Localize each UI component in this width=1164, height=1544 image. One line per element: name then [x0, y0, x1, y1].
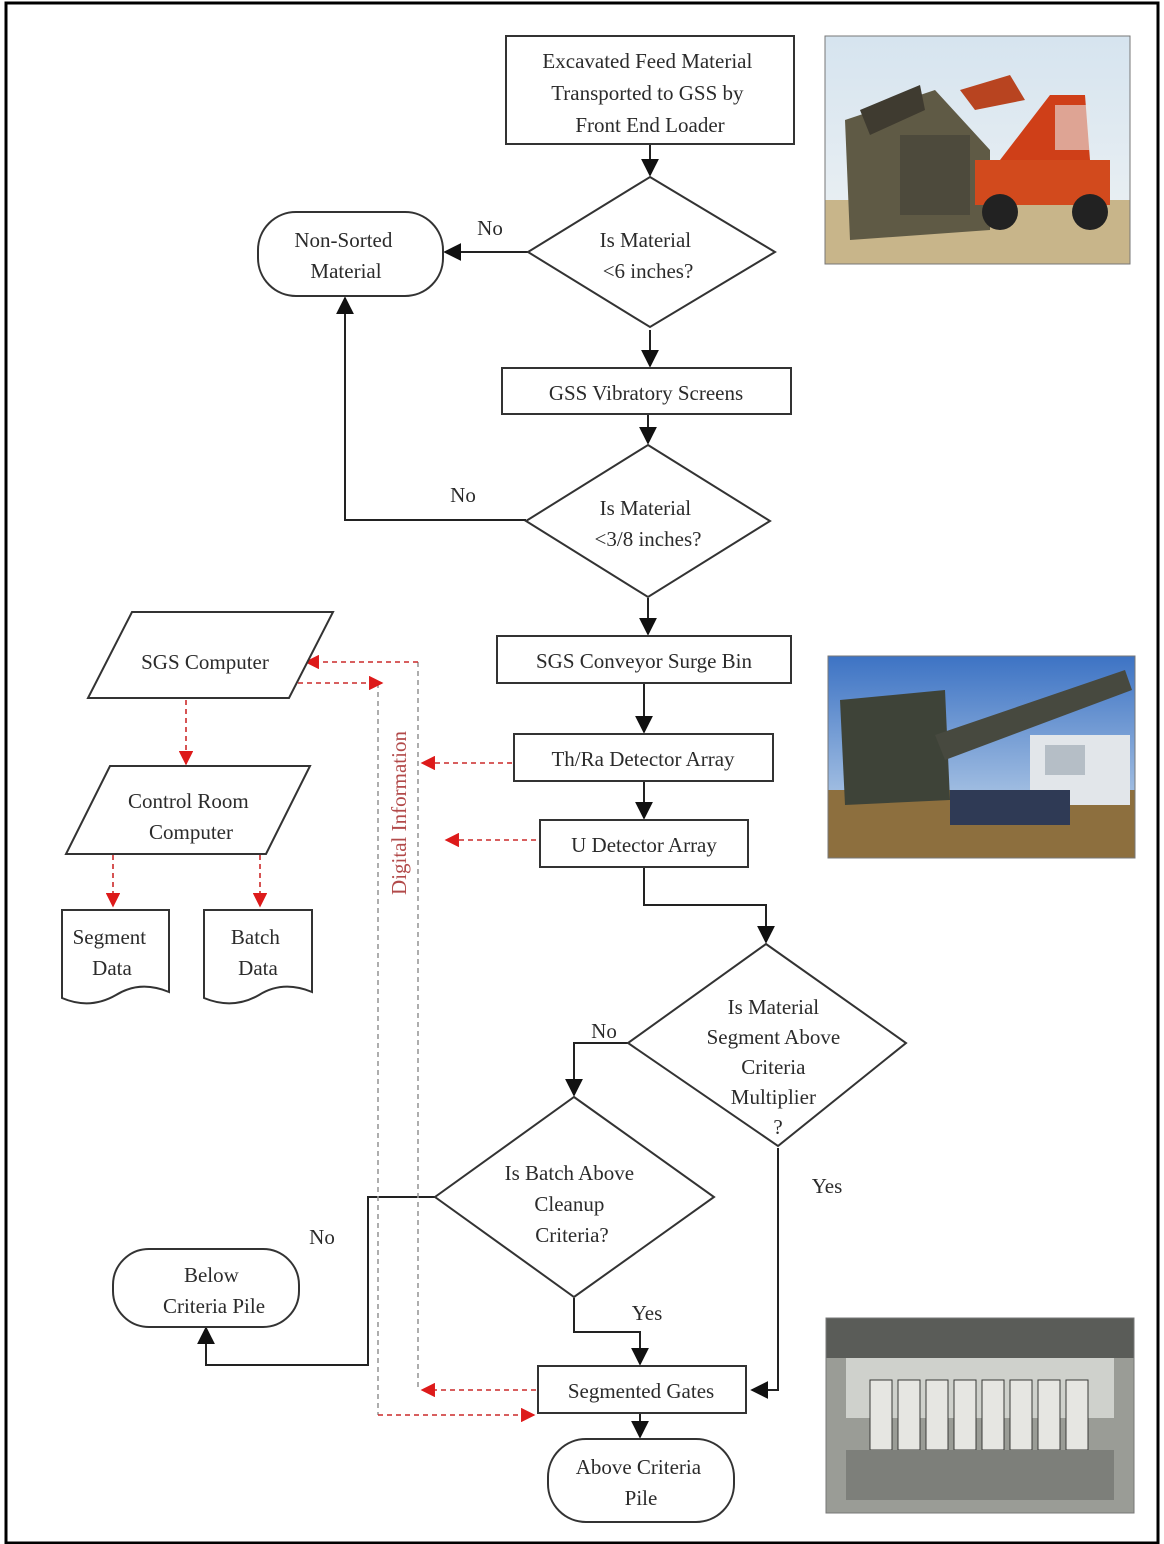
- u-detector-array-label: U Detector Array: [571, 833, 717, 857]
- decision-batch-above-cleanup: [433, 1095, 716, 1299]
- above-criteria-pile-label: Above Criteria Pile: [576, 1455, 707, 1510]
- conveyor-system-photo: [827, 655, 1136, 859]
- sgs-computer-io: [86, 611, 335, 699]
- edge-label-no: No: [591, 1019, 617, 1043]
- non-sorted-material-label: Non-Sorted Material: [294, 228, 397, 283]
- excavated-feed-label: Excavated Feed Material Transported to G…: [542, 49, 757, 137]
- sgs-computer-label: SGS Computer: [141, 650, 269, 674]
- decision-batch-above-cleanup-label: Is Batch Above Cleanup Criteria?: [505, 1161, 640, 1247]
- segment-data-label: Segment Data: [73, 925, 152, 980]
- th-ra-detector-array-label: Th/Ra Detector Array: [551, 747, 735, 771]
- non-sorted-material-terminal: [257, 211, 444, 297]
- decision-3-8-inches-label: Is Material <3/8 inches?: [595, 496, 702, 551]
- excavated-feed-box: [505, 35, 795, 145]
- gss-vibratory-screens-box: [501, 367, 792, 415]
- edge-label-no: No: [309, 1225, 335, 1249]
- th-ra-detector-array-box: [513, 733, 774, 782]
- digital-information-label: Digital Information: [387, 731, 411, 895]
- batch-data-label: Batch Data: [231, 925, 285, 980]
- edge-label-yes: Yes: [632, 1301, 663, 1325]
- flow-connectors: [197, 145, 779, 1439]
- segment-data-document: [61, 909, 170, 1005]
- edge-label-no: No: [450, 483, 476, 507]
- gss-vibratory-screens-label: GSS Vibratory Screens: [549, 381, 743, 405]
- sgs-conveyor-surge-bin-label: SGS Conveyor Surge Bin: [536, 649, 753, 673]
- decision-6-inches: [526, 175, 777, 329]
- page-border: [4, 1, 1160, 1544]
- decision-segment-above-criteria: [626, 942, 908, 1148]
- control-room-computer-io: [64, 765, 312, 855]
- edge-label-yes: Yes: [812, 1174, 843, 1198]
- segmented-gates-photo: [825, 1317, 1135, 1514]
- loader-feeding-gss-photo: [824, 35, 1131, 265]
- decision-3-8-inches: [524, 443, 772, 599]
- control-room-computer-label: Control Room Computer: [128, 789, 254, 844]
- segmented-gates-box: [537, 1365, 747, 1414]
- above-criteria-pile-terminal: [547, 1438, 735, 1523]
- digital-information-lines: [105, 654, 536, 1423]
- below-criteria-pile-label: Below Criteria Pile: [163, 1263, 265, 1318]
- below-criteria-pile-terminal: [112, 1248, 300, 1328]
- u-detector-array-box: [539, 819, 749, 868]
- batch-data-document: [203, 909, 313, 1005]
- decision-6-inches-label: Is Material <6 inches?: [600, 228, 697, 283]
- sgs-conveyor-surge-bin-box: [496, 635, 792, 684]
- segmented-gates-label: Segmented Gates: [568, 1379, 714, 1403]
- decision-segment-above-criteria-label: Is Material Segment Above Criteria Multi…: [707, 995, 846, 1139]
- edge-label-no: No: [477, 216, 503, 240]
